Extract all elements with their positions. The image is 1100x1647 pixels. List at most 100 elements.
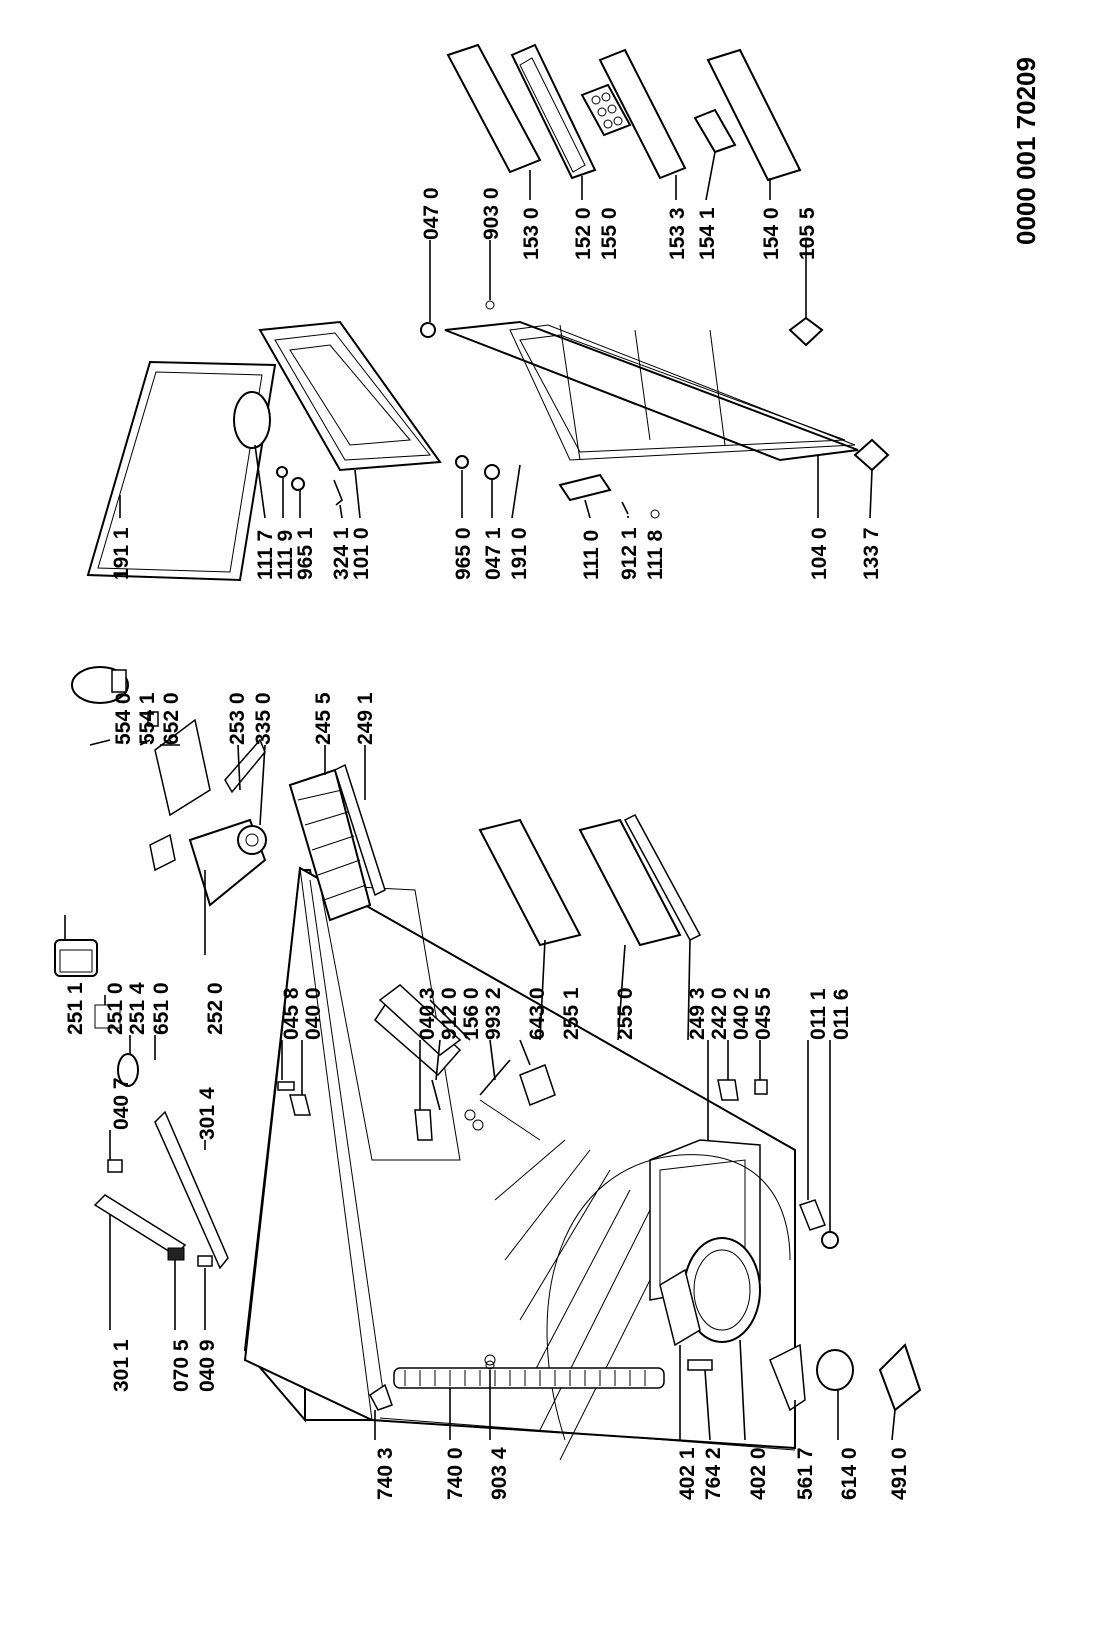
part-614-0 [816,1349,854,1391]
label-047-0: 047 0 [420,187,443,240]
label-253-0: 253 0 [226,692,249,745]
condenser-coil [393,1367,665,1389]
cover-491-0 [878,1343,922,1412]
label-993-2: 993 2 [482,987,505,1040]
label-152-0: 152 0 [572,207,595,260]
part-764-2 [687,1359,713,1371]
door-bin-152-0 [510,43,597,180]
freezer-door [258,320,442,472]
label-040-7: 040 7 [110,1077,133,1130]
part-040-7 [107,1159,123,1173]
foot-105-5 [788,316,824,347]
label-154-1: 154 1 [696,207,719,260]
label-252-0: 252 0 [204,982,227,1035]
label-133-7: 133 7 [860,527,883,580]
label-301-4: 301 4 [196,1087,219,1140]
thermostat-assembly [54,666,267,1087]
label-047-1: 047 1 [482,527,505,580]
knob-335-0 [237,825,267,855]
part-903-0 [485,300,495,310]
label-402-0: 402 0 [747,1447,770,1500]
label-402-1: 402 1 [676,1447,699,1500]
foot-011-6 [821,1231,839,1249]
label-111-7: 111 7 [254,530,277,580]
part-045-8 [277,1081,295,1091]
label-903-4: 903 4 [488,1447,511,1500]
label-040-3: 040 3 [416,987,439,1040]
label-912-0: 912 0 [438,987,461,1040]
ice-tray-156-0 [378,984,462,1056]
label-011-6: 011 6 [830,989,853,1040]
label-153-0: 153 0 [520,207,543,260]
label-104-0: 104 0 [808,527,831,580]
shelf-trim-249-3 [623,814,702,941]
screw-912-1 [621,501,629,515]
label-965-0: 965 0 [452,527,475,580]
compressor [659,1237,761,1347]
part-561-7 [769,1343,806,1412]
foot-133-7 [853,438,890,472]
label-156-0: 156 0 [460,987,483,1040]
label-651-0: 651 0 [150,982,173,1035]
label-154-0: 154 0 [760,207,783,260]
label-249-3: 249 3 [686,987,709,1040]
label-111-8: 111 8 [644,529,667,580]
door-bin-153-3 [598,48,687,180]
label-101-0: 101 0 [350,527,373,580]
label-554-0: 554 0 [112,692,135,745]
fridge-door-frame [509,324,856,461]
part-040-0 [289,1094,311,1116]
thermostat-ring [117,1053,139,1087]
top-cover-front [154,1110,229,1270]
part-111-8 [650,509,660,519]
document-number: 0000 001 70209 [1011,57,1041,245]
part-047-1 [484,464,500,480]
wire-shelf [288,768,372,922]
label-105-5: 105 5 [796,207,819,260]
part-111-9 [276,466,288,478]
label-040-0: 040 0 [302,987,325,1040]
label-301-1: 301 1 [110,1339,133,1392]
part-040-9 [197,1255,213,1267]
part-040-2 [717,1079,739,1101]
label-040-2: 040 2 [730,987,753,1040]
label-764-2: 764 2 [702,1447,725,1500]
part-047-0 [420,322,436,338]
part-045-5 [754,1079,768,1095]
thermostat-bracket [94,1004,121,1029]
part-011-1 [799,1199,826,1231]
top-cover-rear [93,1194,187,1256]
part-324-1 [333,479,343,506]
door-bin-154-0 [706,48,802,182]
part-040-3 [414,1109,433,1141]
labels-right: 191 1 111 7 111 9 965 1 324 1 101 0 965 … [110,187,883,580]
label-191-1: 191 1 [110,527,133,580]
part-965-0 [455,455,469,469]
light-switch [224,738,266,794]
label-040-9: 040 9 [196,1339,219,1392]
compressor-relay [659,1268,701,1347]
label-335-0: 335 0 [252,692,275,745]
leader-lines-right [119,151,873,519]
part-070-5 [167,1247,185,1261]
label-011-1: 011 1 [807,988,830,1040]
label-643-0: 643 0 [526,987,549,1040]
part-903-4 [485,1360,495,1370]
label-045-5: 045 5 [752,987,775,1040]
label-245-5: 245 5 [312,692,335,745]
thermostat-body [154,718,211,817]
labels-left: 301 1 070 5 040 9 040 7 301 4 251 1 251 … [64,692,911,1500]
shelf-trim-249-1 [334,763,386,897]
label-191-0: 191 0 [508,527,531,580]
label-614-0: 614 0 [838,1447,861,1500]
label-070-5: 070 5 [170,1339,193,1392]
label-249-1: 249 1 [354,692,377,745]
door-bin-153-0 [446,43,542,174]
part-740-3 [369,1383,393,1411]
compressor-compartment-arc [546,1154,791,1441]
label-045-8: 045 8 [280,987,303,1040]
label-255-1: 255 1 [560,987,583,1040]
part-965-1 [291,477,305,491]
glass-shelf-255-0 [578,818,682,947]
